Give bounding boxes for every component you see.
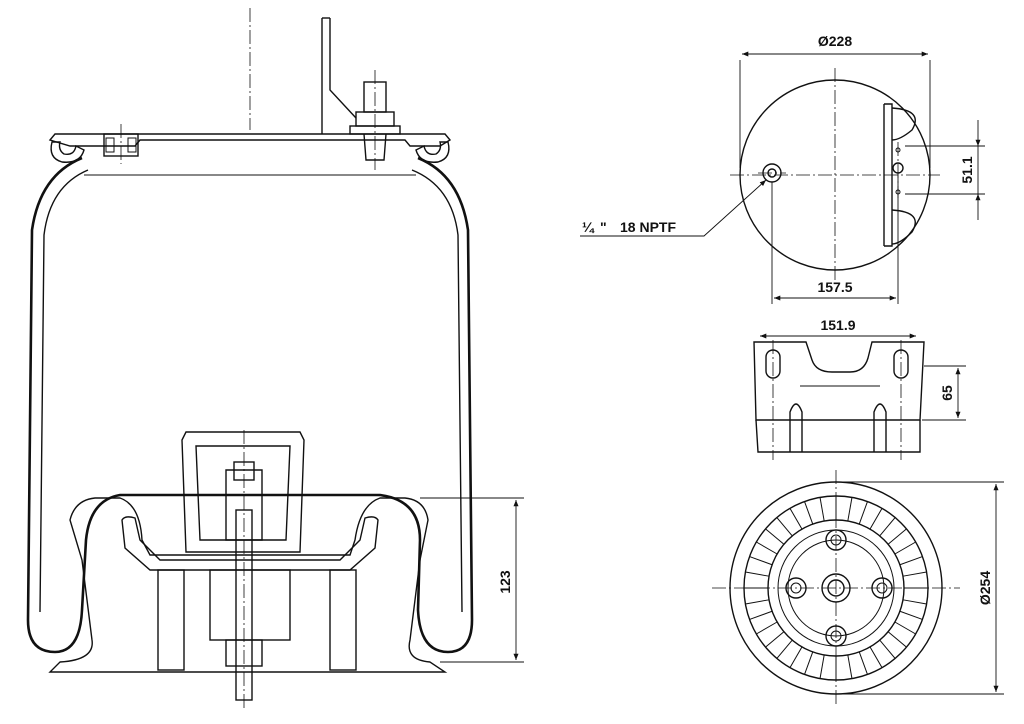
bottom-view (712, 470, 960, 706)
bolt-offset-dimension: 157.5 (771, 174, 899, 304)
rib-line (902, 571, 927, 577)
port-thread-callout: ¼ " 18 NPTF (580, 179, 767, 237)
port-thread-inch-mark: " (600, 219, 607, 235)
top-plate (48, 133, 452, 147)
center-bolt (225, 430, 263, 710)
rib-line (869, 646, 883, 668)
rib-line (749, 610, 773, 620)
bracket-width-label: 151.9 (820, 317, 855, 333)
rib-line (887, 631, 907, 648)
bracket-height-dimension: 65 (922, 365, 966, 421)
rib-line (789, 646, 803, 668)
rib-line (756, 621, 778, 635)
base-diameter-dimension: Ø254 (836, 481, 1004, 695)
rib-line (819, 654, 825, 679)
port-thread-fraction: ¼ (582, 219, 595, 235)
hole-spacing-dimension: 51.1 (905, 120, 985, 220)
rib-line (858, 651, 868, 675)
rib-line (765, 631, 785, 648)
bead-crimp-left (50, 141, 85, 163)
rib-line (869, 508, 883, 530)
rib-line (749, 556, 773, 566)
bolt-offset-label: 157.5 (817, 279, 852, 295)
rib-line (804, 501, 814, 525)
rib-line (804, 651, 814, 675)
rib-line (789, 508, 803, 530)
bracket-view (753, 340, 925, 460)
rib-line (899, 610, 923, 620)
rib-line (819, 497, 825, 522)
rib-line (858, 501, 868, 525)
hole-spacing-label: 51.1 (959, 156, 975, 183)
top-diameter-dimension: Ø228 (739, 33, 931, 168)
bracket-width-dimension: 151.9 (760, 317, 916, 339)
rib-line (879, 517, 896, 537)
bottom-ribs (744, 496, 928, 680)
bumper (181, 431, 305, 553)
air-fitting (103, 124, 139, 164)
piston-height-label: 123 (497, 570, 513, 594)
rib-line (847, 497, 853, 522)
rib-line (894, 541, 916, 555)
rib-line (887, 528, 907, 545)
bracket-height-label: 65 (939, 385, 955, 401)
rib-line (745, 571, 770, 577)
piston-height-dimension: 123 (420, 497, 524, 663)
rib-line (776, 639, 793, 659)
top-view (730, 68, 940, 282)
rib-line (899, 556, 923, 566)
rib-line (902, 599, 927, 605)
port-thread-spec: 18 NPTF (620, 219, 676, 235)
rib-line (879, 639, 896, 659)
rib-line (745, 599, 770, 605)
rib-line (847, 654, 853, 679)
piston (48, 497, 448, 673)
rib-line (894, 621, 916, 635)
top-stud (321, 17, 401, 170)
rib-line (765, 528, 785, 545)
top-diameter-label: Ø228 (818, 33, 852, 49)
side-section-view (26, 8, 474, 710)
base-diameter-label: Ø254 (977, 571, 993, 605)
rib-line (776, 517, 793, 537)
rib-line (756, 541, 778, 555)
bead-crimp-right (415, 141, 450, 163)
rubber-bellow (26, 156, 474, 654)
